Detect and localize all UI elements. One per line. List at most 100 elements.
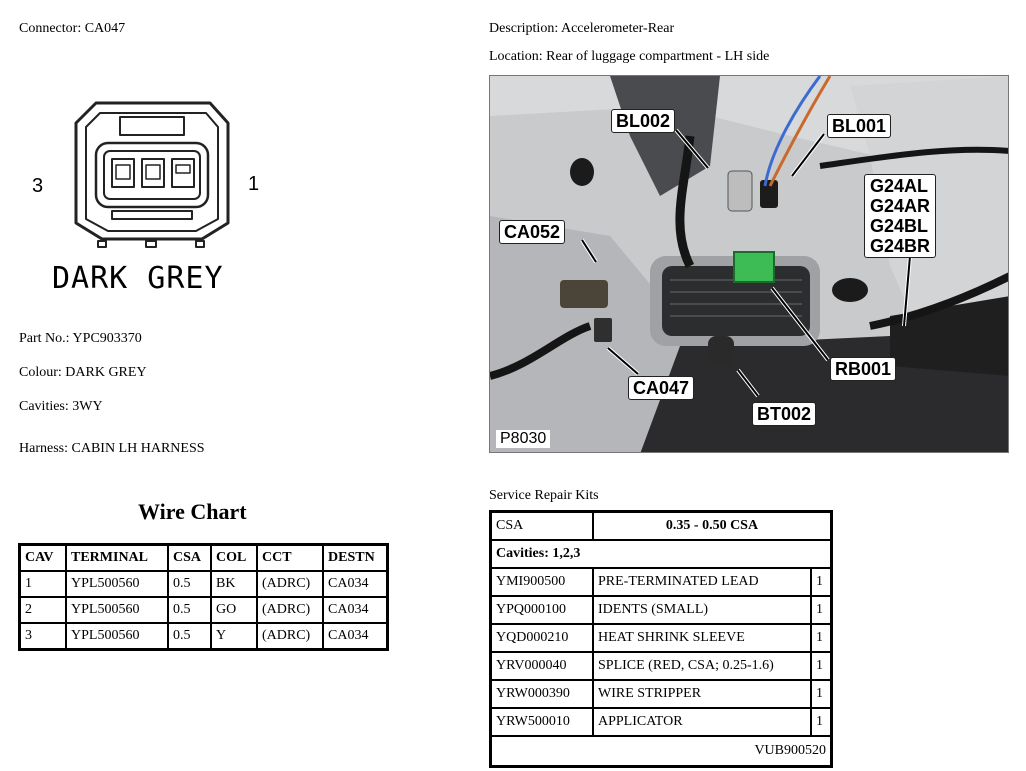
cell-csa: 0.5 xyxy=(167,622,212,651)
cell-col: GO xyxy=(210,596,258,624)
part-number-line: Part No.: YPC903370 xyxy=(19,331,142,347)
cavities-line: Cavities: 3WY xyxy=(19,399,103,415)
list-item: YQD000210 HEAT SHRINK SLEEVE 1 xyxy=(492,625,830,653)
kits-title: Service Repair Kits xyxy=(489,488,599,503)
kits-footer-code: VUB900520 xyxy=(754,743,826,758)
harness-line: Harness: CABIN LH HARNESS xyxy=(19,441,205,457)
location-line: Location: Rear of luggage compartment - … xyxy=(489,49,769,65)
col-header-destn: DESTN xyxy=(322,543,389,572)
diagram-colour-caption: DARK GREY xyxy=(52,261,224,296)
kit-code: YRV000040 xyxy=(496,658,567,673)
kit-code: YQD000210 xyxy=(496,630,569,645)
connector-outline xyxy=(74,101,230,248)
callout-g24ar: G24AR xyxy=(870,196,931,216)
callout-g24-group: G24AL G24AR G24BL G24BR xyxy=(864,174,937,258)
cell-terminal: YPL500560 xyxy=(65,622,169,651)
kit-quantity: 1 xyxy=(810,625,830,651)
wire-chart-title: Wire Chart xyxy=(138,499,247,524)
cell-cct: (ADRC) xyxy=(256,622,324,651)
list-item: YRV000040 SPLICE (RED, CSA; 0.25-1.6) 1 xyxy=(492,653,830,681)
pin-number-right: 1 xyxy=(248,173,260,195)
table-row: 2 YPL500560 0.5 GO (ADRC) CA034 xyxy=(18,596,389,624)
kit-quantity: 1 xyxy=(810,653,830,679)
kit-code: YRW000390 xyxy=(496,686,570,701)
cavities-value: 3WY xyxy=(72,399,103,414)
callout-bl001: BL001 xyxy=(827,114,892,138)
cell-csa: 0.5 xyxy=(167,596,212,624)
kit-description: APPLICATOR xyxy=(592,709,810,735)
kit-description: PRE-TERMINATED LEAD xyxy=(592,569,810,595)
connector-line: Connector: CA047 xyxy=(19,21,125,37)
kits-cavities-row: Cavities: 1,2,3 xyxy=(492,541,830,569)
kit-quantity: 1 xyxy=(810,569,830,595)
location-label: Location: xyxy=(489,49,543,64)
cavities-label: Cavities: xyxy=(19,399,69,414)
kit-quantity: 1 xyxy=(810,681,830,707)
connector-label: Connector: xyxy=(19,21,82,36)
callout-ca047: CA047 xyxy=(628,376,695,400)
description-line: Description: Accelerometer-Rear xyxy=(489,21,674,37)
callout-ca052: CA052 xyxy=(499,220,566,244)
cell-csa: 0.5 xyxy=(167,570,212,598)
cell-cav: 1 xyxy=(18,570,67,598)
cell-destn: CA034 xyxy=(322,596,389,624)
cell-col: Y xyxy=(210,622,258,651)
table-row: 1 YPL500560 0.5 BK (ADRC) CA034 xyxy=(18,570,389,598)
cell-terminal: YPL500560 xyxy=(65,596,169,624)
cell-cav: 2 xyxy=(18,596,67,624)
cell-col: BK xyxy=(210,570,258,598)
cell-destn: CA034 xyxy=(322,570,389,598)
kits-footer-row: VUB900520 xyxy=(492,737,830,765)
kit-quantity: 1 xyxy=(810,709,830,735)
cell-cav: 3 xyxy=(18,622,67,651)
part-value: YPC903370 xyxy=(72,331,142,346)
location-photo: BL002 BL001 G24AL G24AR G24BL G24BR CA05… xyxy=(489,75,1009,453)
cell-destn: CA034 xyxy=(322,622,389,651)
kit-description: WIRE STRIPPER xyxy=(592,681,810,707)
callout-g24br: G24BR xyxy=(870,236,931,256)
col-header-cav: CAV xyxy=(18,543,67,572)
part-label: Part No.: xyxy=(19,331,70,346)
callout-bt002: BT002 xyxy=(752,402,817,426)
callout-bl002: BL002 xyxy=(611,109,676,133)
kit-description: HEAT SHRINK SLEEVE xyxy=(592,625,810,651)
colour-value: DARK GREY xyxy=(65,365,147,380)
list-item: YRW500010 APPLICATOR 1 xyxy=(492,709,830,737)
callout-g24bl: G24BL xyxy=(870,216,929,236)
kit-code: YRW500010 xyxy=(496,714,570,729)
kit-description: SPLICE (RED, CSA; 0.25-1.6) xyxy=(592,653,810,679)
kit-quantity: 1 xyxy=(810,597,830,623)
connector-value: CA047 xyxy=(84,21,126,36)
cell-cct: (ADRC) xyxy=(256,570,324,598)
kits-table: CSA 0.35 - 0.50 CSA Cavities: 1,2,3 YMI9… xyxy=(489,510,833,768)
photo-id: P8030 xyxy=(496,430,551,448)
cell-cct: (ADRC) xyxy=(256,596,324,624)
photo-illustration xyxy=(490,76,1008,452)
cell-terminal: YPL500560 xyxy=(65,570,169,598)
pin-number-left: 3 xyxy=(32,175,44,197)
harness-label: Harness: xyxy=(19,441,68,456)
wire-chart-table: CAV TERMINAL CSA COL CCT DESTN 1 YPL5005… xyxy=(18,543,389,651)
connector-face-diagram: 3 1 DARK GREY xyxy=(30,95,270,305)
col-header-col: COL xyxy=(210,543,258,572)
kit-description: IDENTS (SMALL) xyxy=(592,597,810,623)
kits-cavities: Cavities: 1,2,3 xyxy=(496,546,581,561)
list-item: YRW000390 WIRE STRIPPER 1 xyxy=(492,681,830,709)
callout-rb001: RB001 xyxy=(830,357,897,381)
harness-value: CABIN LH HARNESS xyxy=(71,441,205,456)
col-header-cct: CCT xyxy=(256,543,324,572)
kit-code: YMI900500 xyxy=(496,574,566,589)
kits-csa-value: 0.35 - 0.50 CSA xyxy=(592,513,830,539)
list-item: YMI900500 PRE-TERMINATED LEAD 1 xyxy=(492,569,830,597)
description-value: Accelerometer-Rear xyxy=(560,21,675,36)
wire-chart-header-row: CAV TERMINAL CSA COL CCT DESTN xyxy=(18,543,389,572)
list-item: YPQ000100 IDENTS (SMALL) 1 xyxy=(492,597,830,625)
description-label: Description: xyxy=(489,21,559,36)
kits-csa-row: CSA 0.35 - 0.50 CSA xyxy=(492,513,830,541)
kit-code: YPQ000100 xyxy=(496,602,567,617)
col-header-csa: CSA xyxy=(167,543,212,572)
colour-line: Colour: DARK GREY xyxy=(19,365,147,381)
colour-label: Colour: xyxy=(19,365,62,380)
col-header-terminal: TERMINAL xyxy=(65,543,169,572)
table-row: 3 YPL500560 0.5 Y (ADRC) CA034 xyxy=(18,622,389,651)
